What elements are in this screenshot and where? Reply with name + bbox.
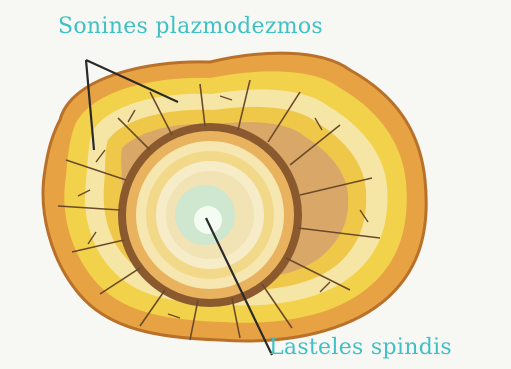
label-plasmodesmata: Sonines plazmodezmos [58, 14, 323, 39]
label-cell-lumen: Lasteles spindis [269, 335, 452, 360]
